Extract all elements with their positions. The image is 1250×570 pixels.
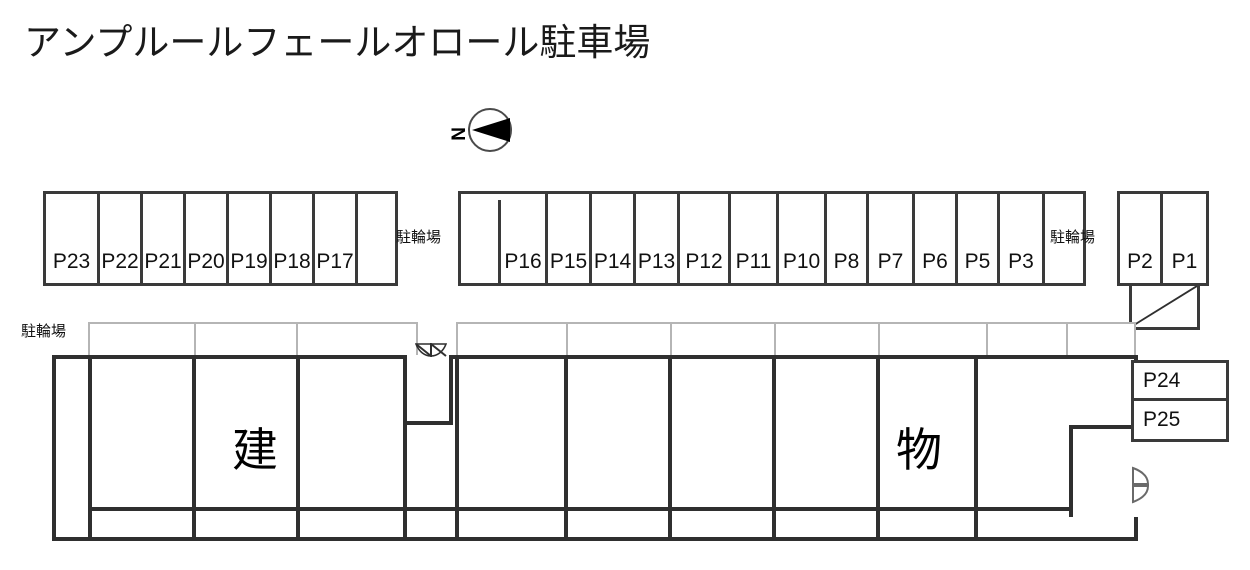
- apron-divider: [774, 324, 776, 356]
- building-outline: 建 物: [52, 355, 1138, 541]
- compass-rose: N: [424, 104, 520, 160]
- stall-label: P6: [922, 249, 948, 273]
- stall-p19[interactable]: P19: [229, 194, 272, 283]
- stall-label: P5: [964, 249, 991, 273]
- stall-p12[interactable]: P12: [680, 194, 731, 283]
- stall-label: P15: [549, 249, 588, 273]
- apron-divider: [986, 324, 988, 356]
- stall-p5[interactable]: P5: [958, 194, 1000, 283]
- stall-p3[interactable]: P3: [1000, 194, 1045, 283]
- stall-row-right: P2 P1: [1117, 191, 1209, 286]
- building-inner-room: [1069, 425, 1138, 517]
- building-wall: [564, 359, 568, 537]
- stall-p2[interactable]: P2: [1120, 194, 1163, 283]
- driveway-apron-left: [88, 322, 418, 358]
- compass-needle-icon: [472, 118, 510, 142]
- building-wall: [192, 359, 196, 537]
- stall-label: P2: [1127, 249, 1153, 273]
- stall-p15[interactable]: P15: [548, 194, 592, 283]
- building-wall: [455, 359, 459, 537]
- building-wall: [974, 359, 978, 537]
- stall-p11[interactable]: P11: [731, 194, 779, 283]
- building-wall: [296, 359, 300, 537]
- stall-p13[interactable]: P13: [636, 194, 680, 283]
- stall-p17[interactable]: P17: [315, 194, 358, 283]
- stall-label: P12: [685, 249, 723, 273]
- building-wall: [668, 359, 672, 537]
- stall-p18[interactable]: P18: [272, 194, 315, 283]
- stall-label: P10: [782, 249, 821, 273]
- entrance-door-icon: [1132, 466, 1150, 504]
- stall-empty: [358, 194, 395, 283]
- stairwell-column: [403, 343, 453, 425]
- stall-p25-label: P25: [1143, 408, 1181, 431]
- ramp-diagonal-icon: [1132, 286, 1197, 327]
- entrance-bowtie-icon: [415, 343, 447, 357]
- stall-label: P7: [877, 249, 904, 273]
- building-wall: [403, 359, 407, 537]
- stall-label: P8: [833, 249, 860, 273]
- driveway-apron-right: [456, 322, 1136, 358]
- bicycle-parking-label-right: 駐輪場: [1050, 229, 1096, 246]
- stall-label: P3: [1008, 249, 1034, 273]
- stall-empty: [461, 200, 501, 283]
- ramp-area: [1129, 286, 1200, 330]
- bicycle-parking-label-building: 駐輪場: [21, 323, 67, 340]
- bicycle-parking-label-left: 駐輪場: [396, 229, 442, 246]
- stall-label: P21: [144, 249, 182, 273]
- stall-p6[interactable]: P6: [915, 194, 958, 283]
- stall-p1[interactable]: P1: [1163, 194, 1206, 283]
- stall-label: P11: [735, 249, 772, 273]
- apron-divider: [1066, 324, 1068, 356]
- building-wall: [876, 359, 880, 537]
- stall-empty: [1045, 194, 1083, 283]
- stall-label: P16: [504, 249, 542, 273]
- stall-label: P17: [316, 249, 354, 273]
- apron-divider: [194, 324, 196, 356]
- apron-divider: [296, 324, 298, 356]
- stall-p22[interactable]: P22: [100, 194, 143, 283]
- apron-divider: [670, 324, 672, 356]
- apron-divider: [878, 324, 880, 356]
- building-label-right: 物: [896, 424, 942, 476]
- stall-label: P1: [1171, 249, 1198, 273]
- page-title: アンプルールフェールオロール駐車場: [24, 22, 651, 63]
- stall-p10[interactable]: P10: [779, 194, 827, 283]
- stall-p7[interactable]: P7: [869, 194, 915, 283]
- apron-divider: [566, 324, 568, 356]
- stall-p16[interactable]: P16: [501, 194, 548, 283]
- building-wall: [772, 359, 776, 537]
- stall-p24[interactable]: P24: [1131, 360, 1229, 401]
- stall-p8[interactable]: P8: [827, 194, 869, 283]
- stall-label: P18: [273, 249, 311, 273]
- stall-label: P22: [101, 249, 139, 273]
- compass-north-label: N: [449, 127, 470, 141]
- stall-label: P23: [52, 249, 91, 273]
- building-label-left: 建: [232, 424, 278, 476]
- stall-p23[interactable]: P23: [46, 194, 100, 283]
- stall-label: P14: [593, 249, 632, 273]
- stall-p21[interactable]: P21: [143, 194, 186, 283]
- stall-label: P19: [230, 249, 268, 273]
- building-wall: [88, 359, 92, 537]
- stall-label: P13: [637, 249, 676, 273]
- building-corridor-line: [92, 507, 1134, 511]
- stall-p14[interactable]: P14: [592, 194, 636, 283]
- stall-p25[interactable]: P25: [1131, 401, 1229, 442]
- stall-p24-label: P24: [1143, 368, 1181, 392]
- stall-p20[interactable]: P20: [186, 194, 229, 283]
- stall-label: P20: [187, 249, 225, 273]
